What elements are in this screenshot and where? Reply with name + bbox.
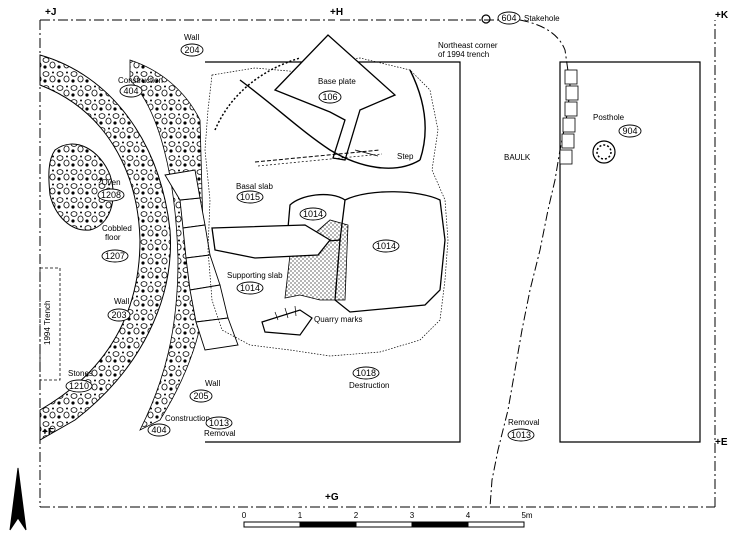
slab-edge: [239, 79, 421, 169]
quarry-marks-label: Quarry marks: [314, 315, 362, 324]
supporting-slab-label: Supporting slab: [227, 271, 283, 280]
step-arrow: [354, 149, 379, 157]
stakehole-label: Stakehole: [524, 14, 560, 23]
destruction-id: 1018: [356, 368, 376, 378]
oven-id: 1208: [101, 190, 121, 200]
stones-id: 1210: [69, 381, 89, 391]
north-arrow-icon: [9, 467, 27, 531]
stakehole-id: 604: [501, 13, 516, 23]
grid-g: +G: [325, 492, 339, 503]
removal-1013-left-label: Removal: [204, 429, 236, 438]
grid-f: +F: [42, 427, 54, 438]
step-line: [254, 149, 381, 163]
cobbled-floor-line1: Cobbled: [102, 224, 132, 233]
ne-corner-line2: of 1994 trench: [438, 50, 489, 59]
scale-tick-2: 2: [354, 511, 359, 520]
scale-tick-5: 5m: [521, 511, 532, 520]
trench-1994-label: 1994 Trench: [43, 301, 52, 345]
removal-1013-right-id: 1013: [511, 430, 531, 440]
wall-204-id: 204: [184, 45, 199, 55]
base-plate-label: Base plate: [318, 77, 356, 86]
wall-blocks: [164, 169, 239, 351]
cobbled-floor-id: 1207: [105, 251, 125, 261]
grid-e: +E: [715, 437, 728, 448]
supporting-slab: [211, 224, 331, 259]
removal-1013-left-id: 1013: [209, 418, 229, 428]
scale-tick-4: 4: [466, 511, 471, 520]
grid-j: +J: [45, 7, 56, 18]
construction-404-top-label: Construction: [118, 76, 163, 85]
stone-edge-east: [559, 69, 579, 165]
scale-tick-3: 3: [410, 511, 415, 520]
posthole-feature: [592, 140, 616, 164]
scale-tick-1: 1: [298, 511, 303, 520]
supporting-slab-id: 1014: [240, 283, 260, 293]
construction-404-bottom-label: Construction: [165, 414, 210, 423]
scale-bar: 0 1 2 3 4 5m: [242, 511, 533, 528]
oven-label: ?Oven: [97, 178, 121, 187]
feature-labels: +J +H +K +F +G +E 604 Stakehole Northeas…: [42, 7, 729, 503]
cobbled-area: [39, 54, 206, 441]
posthole-id: 904: [622, 126, 637, 136]
trench-1994-rect: [39, 267, 61, 381]
posthole-label: Posthole: [593, 113, 625, 122]
ne-corner-line1: Northeast corner: [438, 41, 498, 50]
destruction-label: Destruction: [349, 381, 389, 390]
wall-205-label: Wall: [205, 379, 220, 388]
wall-205-id: 205: [193, 391, 208, 401]
slab-1014-a-id: 1014: [303, 209, 323, 219]
quarry-mark-stone: [261, 309, 313, 336]
scale-tick-0: 0: [242, 511, 247, 520]
slab-area-boundary: [204, 57, 449, 357]
wall-203-id: 203: [111, 310, 126, 320]
removal-1013-right-label: Removal: [508, 418, 540, 427]
stones-label: Stones: [68, 369, 93, 378]
baulk-label: BAULK: [504, 153, 531, 162]
cobbled-floor-line2: floor: [105, 233, 121, 242]
wall-203-label: Wall: [114, 297, 129, 306]
base-plate-id: 106: [322, 92, 337, 102]
basal-slab-id: 1015: [240, 192, 260, 202]
grid-h: +H: [330, 7, 343, 18]
stakehole-icon: [481, 14, 491, 24]
construction-404-top-id: 404: [123, 86, 138, 96]
construction-404-bottom-id: 404: [151, 425, 166, 435]
step-label: Step: [397, 152, 414, 161]
dotted-deposit: [284, 219, 349, 301]
slab-1014-b-id: 1014: [376, 241, 396, 251]
grid-k: +K: [715, 10, 729, 21]
wall-204-label: Wall: [184, 33, 199, 42]
basal-slab-label: Basal slab: [236, 182, 273, 191]
